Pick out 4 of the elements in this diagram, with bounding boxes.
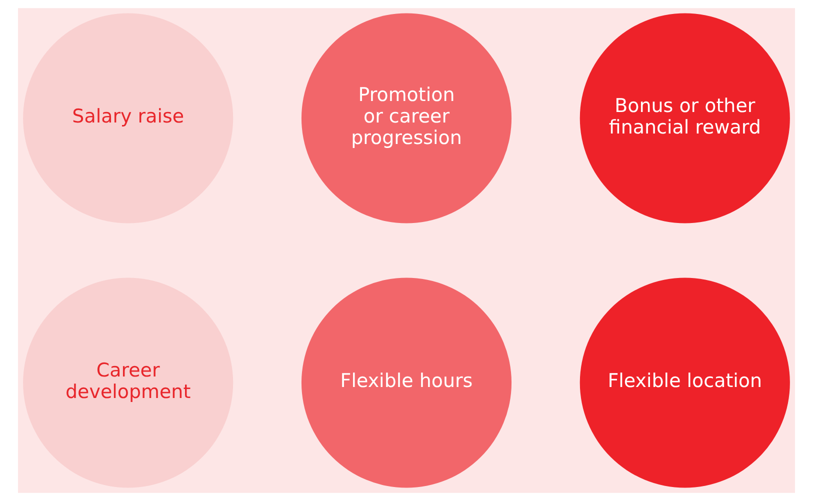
node-circle: Promotion or career progression [301,13,512,224]
node-circle: Bonus or other financial reward [580,13,790,224]
node-circle: Flexible hours [301,278,512,488]
node-circle: Flexible location [580,278,790,488]
